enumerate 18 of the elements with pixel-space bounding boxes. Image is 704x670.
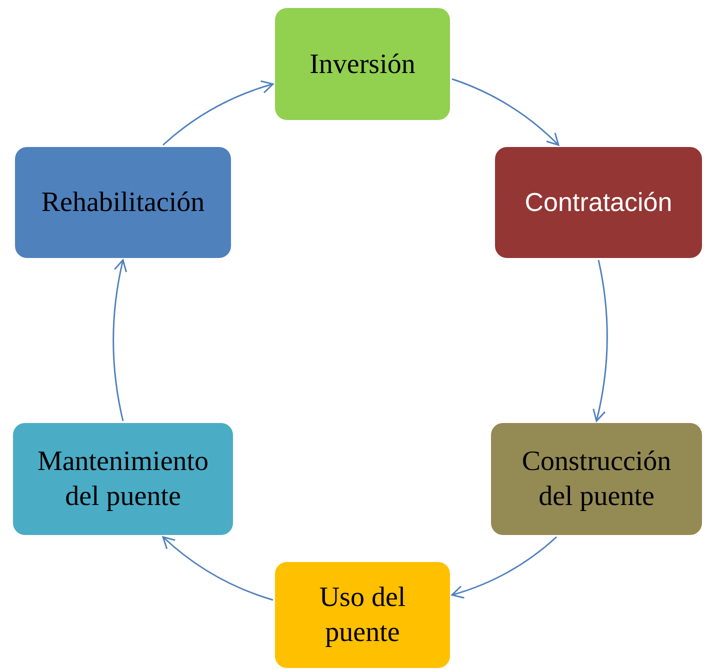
arrow: [112, 259, 128, 422]
arrow: [592, 260, 608, 422]
process-box: [275, 8, 450, 120]
box-label: Construcción del puente: [520, 445, 672, 514]
arrow: [162, 80, 274, 146]
box-label: Rehabilitación: [41, 186, 205, 220]
process-box: [13, 423, 233, 535]
box-label: Mantenimiento del puente: [37, 445, 209, 514]
process-box: [275, 562, 450, 668]
arrow: [452, 78, 560, 146]
arrow: [451, 536, 557, 598]
box-label: Uso del puente: [318, 581, 407, 650]
arrow: [162, 536, 274, 601]
process-box: [491, 423, 702, 535]
process-box: [15, 147, 231, 258]
box-label: Contratación: [524, 186, 672, 219]
box-label: Inversión: [310, 48, 416, 82]
process-box: [495, 147, 702, 258]
